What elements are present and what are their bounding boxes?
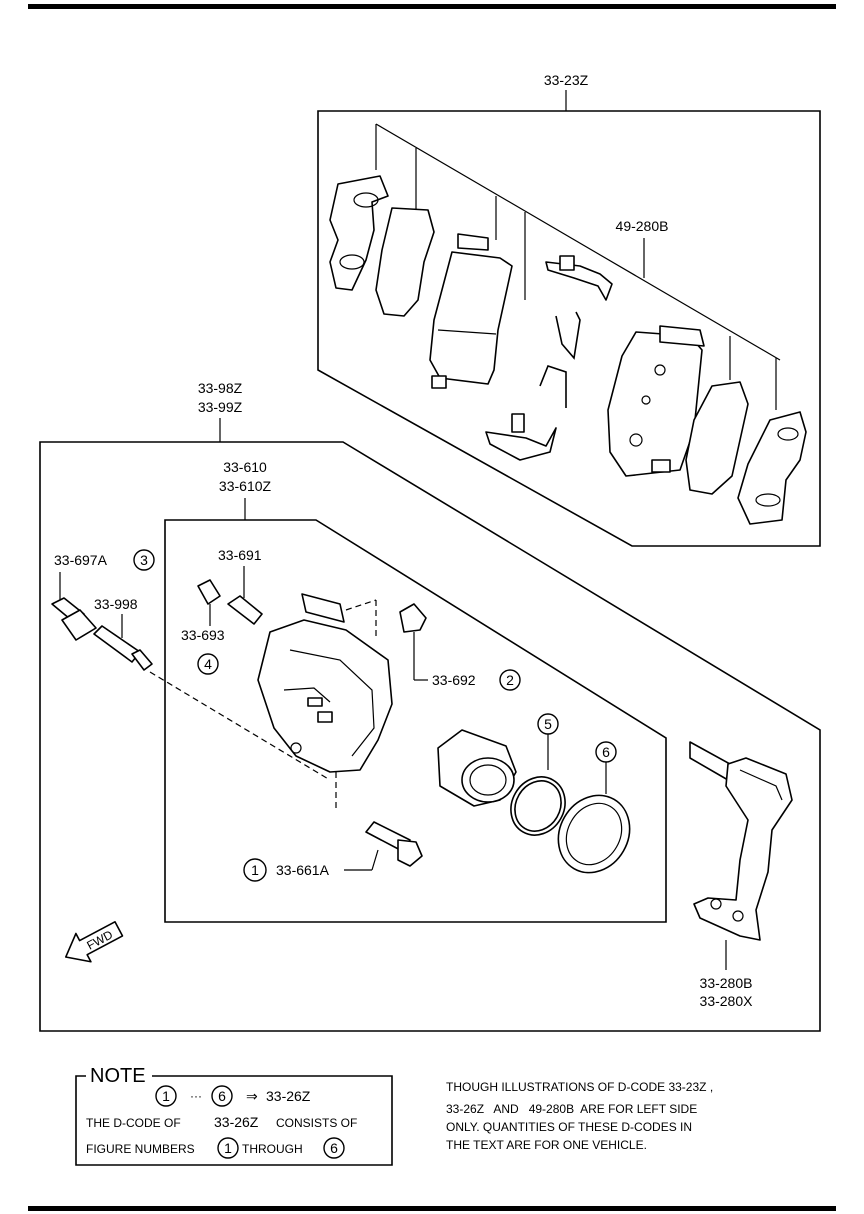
note-line3-mid: THROUGH [242,1142,303,1156]
bleeder-screw-part [227,595,263,625]
pad-kit-panel: 33-23Z 49-280B [317,72,821,547]
disclaimer-text: THOUGH ILLUSTRATIONS OF D-CODE 33-23Z , … [446,1080,713,1152]
caliper-bolt-part [365,821,423,867]
note-line2-b: CONSISTS OF [276,1116,357,1130]
note-box: NOTE 1 ··· 6 ⇒ 33-26Z THE D-CODE OF 33-2… [75,1065,393,1166]
callout-number-4: 4 [204,656,212,672]
label-pin-boot: 33-697A [54,552,108,568]
piston-boot-part [557,794,631,874]
brake-pad-inner [607,325,705,477]
callout-circle-1 [243,858,267,882]
callout-number-6: 6 [602,744,610,760]
pad-clip-upper [545,255,613,301]
note-circle-6 [211,1085,233,1107]
disclaimer-line-4: THE TEXT ARE FOR ONE VEHICLE. [446,1138,647,1152]
shim-outer-left [329,175,389,291]
label-caliper-assy-2: 33-99Z [198,399,243,415]
note-title: NOTE [90,1065,146,1087]
disclaimer-line-2: 33-26Z AND 49-280B ARE FOR LEFT SIDE [446,1102,697,1116]
caliper-bracket-part [689,741,793,941]
shim-inner-right [685,381,749,495]
note-line3-end: 6 [330,1140,338,1156]
note-arrow: ⇒ [246,1088,258,1104]
note-line3-circle-6 [323,1137,345,1159]
label-caliper-assy-1: 33-98Z [198,380,243,396]
note-range-dots: ··· [190,1089,202,1103]
label-caliper-body-1: 33-610 [223,459,267,475]
label-bleeder: 33-691 [218,547,262,563]
label-guide-pin: 33-998 [94,596,138,612]
callout-number-5: 5 [544,716,552,732]
caliper-assembly-panel: 33-98Z 33-99Z [39,380,821,1032]
caliper-body-panel: 33-610 33-610Z [164,459,667,923]
note-range-start: 1 [162,1088,170,1104]
note-line2-code: 33-26Z [214,1114,259,1130]
label-pad-kit: 33-23Z [544,72,589,88]
forward-arrow-icon: FWD [64,920,124,963]
bottom-rule [28,1206,836,1211]
callout-number-1: 1 [251,862,259,878]
callout-number-3: 3 [140,552,148,568]
anti-rattle-spring [539,311,581,408]
callout-circle-4 [197,653,219,675]
note-circle-1 [155,1085,177,1107]
label-bracket-2: 33-280X [700,993,754,1009]
caliper-body-part [257,593,393,773]
piston-part [437,729,517,807]
note-line3-start: 1 [224,1140,232,1156]
callout-number-2: 2 [506,672,514,688]
label-caliper-body-2: 33-610Z [219,478,272,494]
disclaimer-line-1: THOUGH ILLUSTRATIONS OF D-CODE 33-23Z , [446,1080,713,1094]
guide-pin-part [93,625,153,671]
note-line3-circle-1 [217,1137,239,1159]
label-bleeder-cap: 33-693 [181,627,225,643]
pad-clip-lower [485,413,557,461]
note-line2-a: THE D-CODE OF [86,1116,181,1130]
disclaimer-line-3: ONLY. QUANTITIES OF THESE D-CODES IN [446,1120,692,1134]
callout-circle-3 [133,549,155,571]
note-range-code: 33-26Z [266,1088,311,1104]
label-dust-boot: 33-692 [432,672,476,688]
bleeder-cap-part [197,579,221,605]
callout-circle-2 [499,669,521,691]
piston-seal-part [510,776,566,836]
dust-boot-part [399,603,427,633]
top-rule [28,4,836,9]
label-bolt: 33-661A [276,862,330,878]
pin-boot-part [51,597,97,641]
label-bracket-1: 33-280B [700,975,753,991]
label-hardware-kit: 49-280B [616,218,669,234]
shim-outer-right [737,411,807,525]
brake-pad-outer [429,233,513,389]
note-line3-a: FIGURE NUMBERS [86,1142,195,1156]
note-range-end: 6 [218,1088,226,1104]
shim-inner-left [375,207,435,317]
